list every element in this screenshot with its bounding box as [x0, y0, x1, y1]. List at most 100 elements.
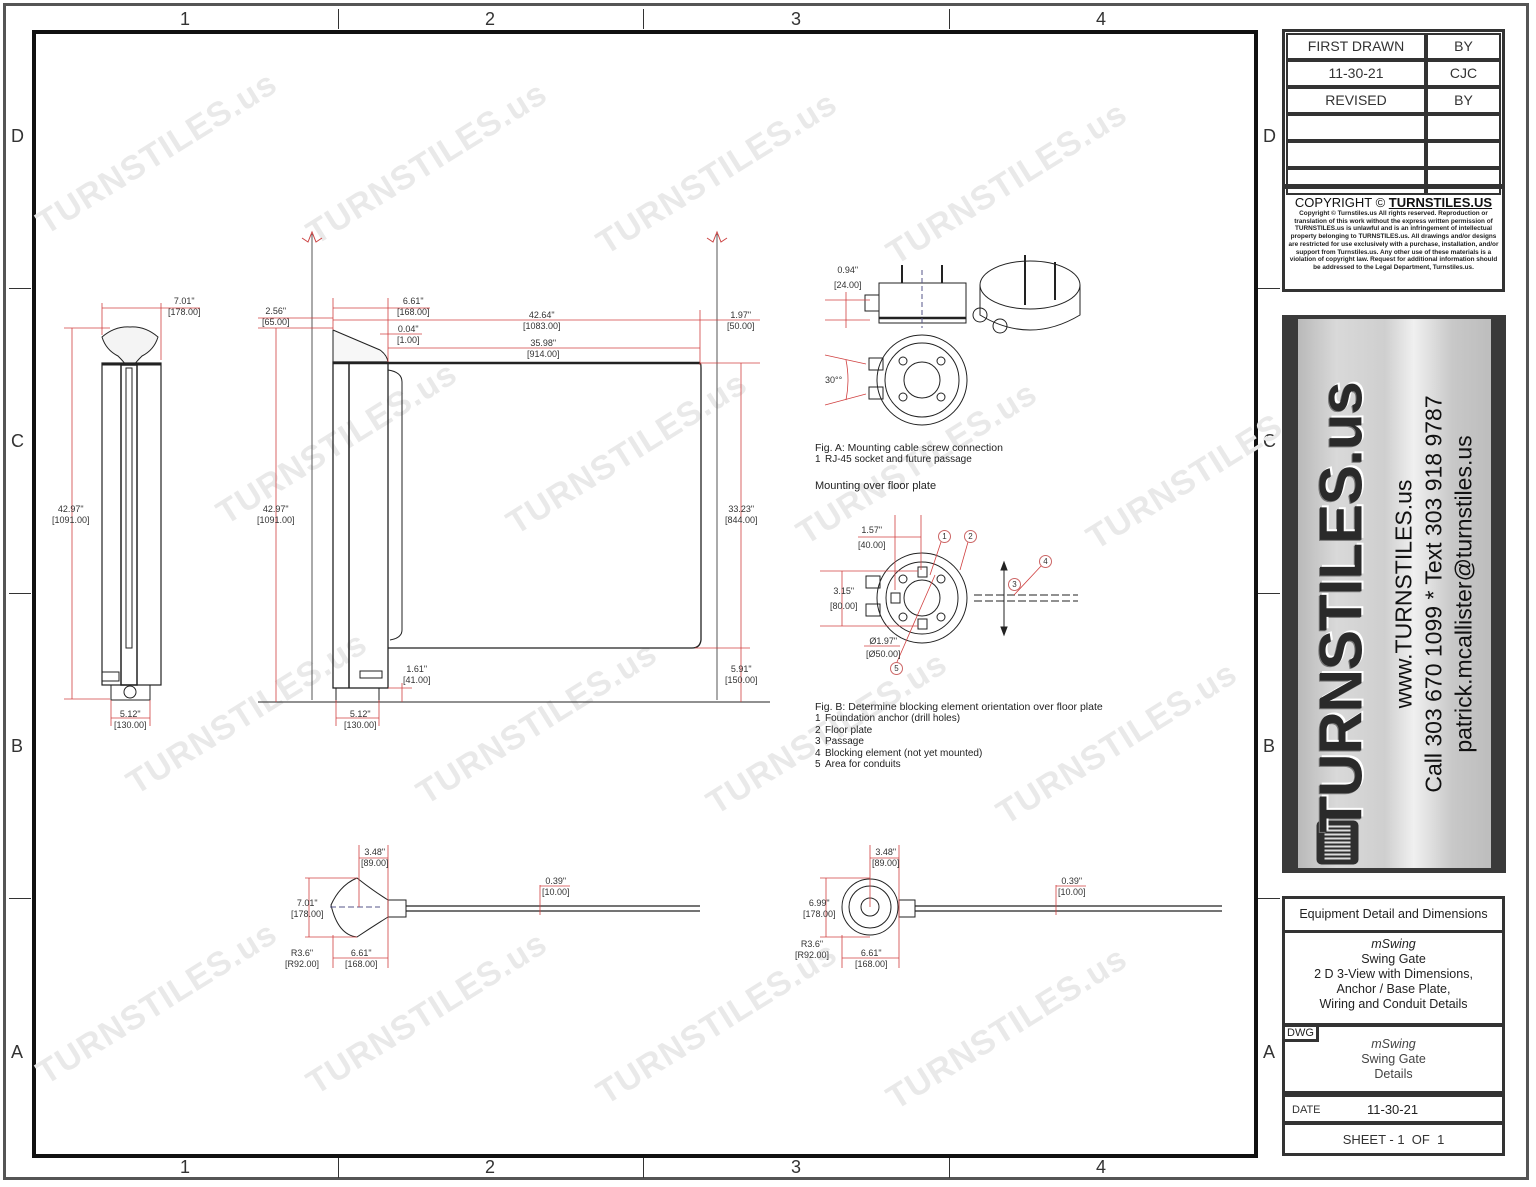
description-line: Wiring and Conduit Details: [1319, 997, 1468, 1011]
row-label-c: C: [11, 431, 24, 451]
brand-website: www.TURNSTILES.us: [1390, 479, 1416, 708]
revision-cell: [1286, 168, 1426, 195]
zone-divider: [643, 1158, 644, 1178]
column-label-1-bottom: 1: [180, 1157, 191, 1177]
dim-top-right-radius: R3.6"[R92.00]: [795, 939, 830, 960]
brand-plate: TURNSTILES.us www.TURNSTILES.us Call 303…: [1282, 315, 1506, 873]
dim-top-right-depth: 6.61"[168.00]: [855, 948, 888, 969]
dim-side-overall: 42.64"[1083.00]: [523, 310, 561, 331]
fig-b-caption: Fig. B: Determine blocking element orien…: [815, 701, 1103, 713]
column-label-3: 3: [791, 9, 802, 29]
callout-4: 4: [1039, 555, 1052, 568]
dim-front-height: 42.97"[1091.00]: [52, 504, 90, 525]
column-label-3-bottom: 3: [791, 1157, 802, 1177]
dim-fig-b-height: 3.15"[80.00]: [830, 586, 858, 611]
dwg-product: mSwing: [1371, 1037, 1416, 1051]
revision-by-cell: [1426, 114, 1501, 141]
zone-divider: [9, 898, 31, 899]
description-line: 2 D 3-View with Dimensions,: [1314, 967, 1473, 981]
zone-divider: [9, 288, 31, 289]
row-label-b-right: B: [1263, 736, 1276, 756]
date-value: 11-30-21: [1367, 1102, 1419, 1117]
first-drawn-date: 11-30-21: [1286, 60, 1426, 87]
dim-side-gap: 0.04"[1.00]: [397, 324, 420, 345]
zone-divider: [949, 9, 950, 29]
row-label-a: A: [11, 1042, 24, 1062]
dim-top-right-half: 3.48"[89.00]: [872, 847, 900, 868]
dim-top-right-arm: 0.39"[10.00]: [1058, 876, 1086, 897]
description-line: Swing Gate: [1361, 952, 1426, 966]
first-drawn-by: CJC: [1426, 60, 1501, 87]
dim-side-head: 6.61"[168.00]: [397, 296, 430, 317]
dim-side-base: 5.12"[130.00]: [344, 709, 377, 730]
dim-front-base: 5.12"[130.00]: [114, 709, 147, 730]
dim-side-clearance: 5.91"[150.00]: [725, 664, 758, 685]
front-view-post: [101, 326, 162, 701]
dim-fig-b-spacing: 1.57"[40.00]: [858, 525, 886, 550]
revision-by-cell: [1426, 168, 1501, 195]
copyright-heading: COPYRIGHT © TURNSTILES.US: [1294, 195, 1493, 210]
column-label-2: 2: [485, 9, 496, 29]
fig-b-drawing: [865, 552, 1078, 644]
dim-top-left-width: 7.01"[178.00]: [291, 898, 324, 919]
dim-top-left-half: 3.48"[89.00]: [361, 847, 389, 868]
dim-side-offset: 2.56"[65.00]: [262, 306, 290, 327]
column-label-4-bottom: 4: [1096, 1157, 1107, 1177]
title-heading: Equipment Detail and Dimensions: [1282, 896, 1505, 933]
copyright-text: Copyright © Turnstiles.us All rights res…: [1288, 210, 1499, 271]
dim-fig-a-angle: 30°°: [825, 375, 843, 385]
column-label-2-bottom: 2: [485, 1157, 496, 1177]
callout-5: 5: [890, 662, 903, 675]
dwg-label: DWG: [1285, 1027, 1319, 1042]
dim-fig-b-diameter: Ø1.97"[Ø50.00]: [866, 636, 901, 659]
brand-phone: Call 303 670 1099 * Text 303 918 9787: [1420, 394, 1446, 793]
brand-logo: TURNSTILES.us: [1307, 381, 1374, 832]
zone-divider: [338, 9, 339, 29]
zone-divider: [9, 593, 31, 594]
dim-side-panel: 35.98"[914.00]: [527, 338, 560, 359]
date-label: DATE: [1292, 1104, 1321, 1116]
title-description: mSwing Swing Gate 2 D 3-View with Dimens…: [1282, 930, 1505, 1026]
zone-divider: [338, 1158, 339, 1178]
fig-a-subheading: Mounting over floor plate: [815, 480, 937, 492]
row-label-c-right: C: [1263, 431, 1276, 451]
dim-top-left-depth: 6.61"[168.00]: [345, 948, 378, 969]
revision-cell: [1286, 114, 1426, 141]
revision-by-cell: [1426, 141, 1501, 168]
revision-cell: [1286, 141, 1426, 168]
zone-divider: [1258, 288, 1280, 289]
callout-3: 3: [1008, 578, 1021, 591]
zone-divider: [1258, 898, 1280, 899]
zone-divider: [949, 1158, 950, 1178]
dim-side-panel-height: 33.23"[844.00]: [725, 504, 758, 525]
revised-by-label: BY: [1426, 87, 1501, 114]
row-label-d-right: D: [1263, 126, 1276, 146]
callout-2: 2: [964, 530, 977, 543]
by-label: BY: [1426, 33, 1501, 60]
callout-1: 1: [938, 530, 951, 543]
column-label-4: 4: [1096, 9, 1107, 29]
drawing-name: DWG mSwing Swing Gate Details: [1282, 1024, 1505, 1094]
column-label-1: 1: [180, 9, 191, 29]
product-name: mSwing: [1371, 937, 1416, 951]
drawing-border: [32, 30, 1258, 1158]
revision-table: FIRST DRAWN BY 11-30-21 CJC REVISED BY: [1282, 29, 1505, 195]
copyright-notice: COPYRIGHT © TURNSTILES.US Copyright © Tu…: [1282, 186, 1505, 292]
dim-top-left-radius: R3.6"[R92.00]: [285, 948, 320, 969]
dim-top-right-width: 6.99"[178.00]: [803, 898, 836, 919]
first-drawn-label: FIRST DRAWN: [1286, 33, 1426, 60]
zone-divider: [643, 9, 644, 29]
dim-fig-a-height: 0.94"[24.00]: [834, 265, 862, 290]
brand-email: patrick.mcallister@turnstiles.us: [1450, 434, 1476, 753]
top-view-left: [330, 877, 700, 938]
date-row: DATE 11-30-21: [1282, 1094, 1505, 1124]
dim-top-left-arm: 0.39"[10.00]: [542, 876, 570, 897]
revised-label: REVISED: [1286, 87, 1426, 114]
